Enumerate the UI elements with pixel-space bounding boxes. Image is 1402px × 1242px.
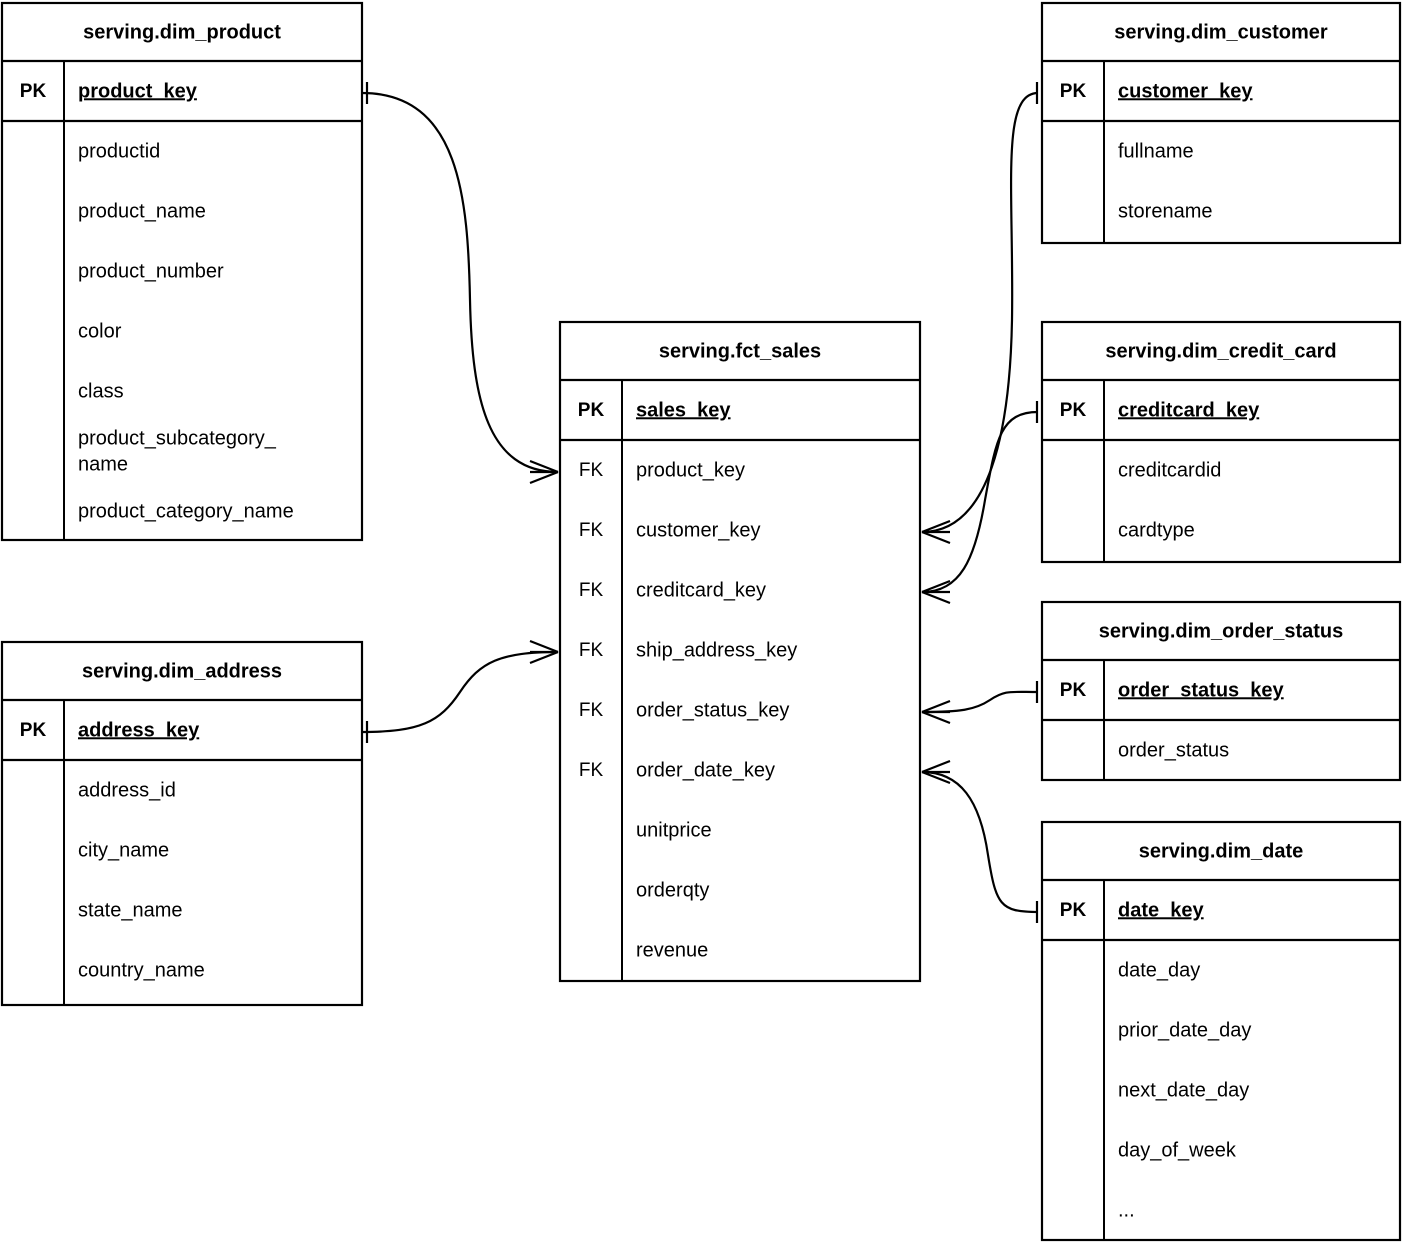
pk-tag: PK [1060, 680, 1087, 701]
table-title: serving.dim_customer [1114, 21, 1328, 43]
table-title: serving.dim_credit_card [1105, 340, 1336, 362]
fk-tag: FK [579, 460, 604, 481]
relationship-sales-to-customer[interactable] [921, 82, 1039, 545]
column-name: product_number [78, 260, 224, 282]
column-name: creditcard_key [636, 579, 766, 601]
relationship-line [921, 410, 1039, 594]
table-outline [1040, 600, 1402, 782]
column-name: product_key [636, 459, 745, 481]
column-name: fullname [1118, 140, 1194, 162]
fk-tag: FK [579, 760, 604, 781]
cardinality-many-crowsfoot [529, 639, 559, 665]
table-outline [1040, 820, 1402, 1242]
pk-tag: PK [20, 720, 47, 741]
pk-tag: PK [20, 81, 47, 102]
table-outline [558, 320, 922, 983]
pk-column-name: product_key [78, 80, 198, 102]
column-name: cardtype [1118, 519, 1195, 541]
relationship-line [921, 770, 1039, 914]
column-name: order_status_key [636, 699, 789, 721]
cardinality-many-crowsfoot [921, 759, 951, 785]
relationship-line [921, 690, 1039, 714]
pk-column-name: order_status_key [1118, 679, 1285, 701]
column-name: productid [78, 140, 160, 162]
column-name: ship_address_key [636, 639, 797, 661]
column-name: product_category_name [78, 500, 294, 522]
column-name: address_id [78, 779, 176, 801]
table-title: serving.dim_date [1139, 840, 1304, 862]
pk-column-name: date_key [1118, 899, 1204, 921]
pk-column-name: customer_key [1118, 80, 1253, 102]
pk-tag: PK [1060, 400, 1087, 421]
relationship-product-to-sales[interactable] [361, 82, 559, 485]
fk-tag: FK [579, 580, 604, 601]
column-name: customer_key [636, 519, 761, 541]
table-outline [0, 640, 364, 1007]
cardinality-many-crowsfoot [529, 459, 559, 485]
relationship-address-to-sales[interactable] [361, 639, 559, 743]
pk-tag: PK [578, 400, 605, 421]
table-title: serving.dim_order_status [1099, 620, 1344, 642]
column-name: storename [1118, 200, 1213, 222]
column-name: prior_date_day [1118, 1019, 1251, 1041]
relationship-sales-to-creditcard[interactable] [921, 401, 1039, 605]
fk-tag: FK [579, 520, 604, 541]
column-name: product_subcategory_ [78, 427, 277, 449]
column-name: day_of_week [1118, 1139, 1237, 1161]
pk-column-name: creditcard_key [1118, 399, 1260, 421]
pk-tag: PK [1060, 81, 1087, 102]
pk-column-name: address_key [78, 719, 200, 741]
column-name: orderqty [636, 879, 709, 901]
cardinality-many-crowsfoot [921, 699, 951, 725]
pk-column-name: sales_key [636, 399, 731, 421]
pk-tag: PK [1060, 900, 1087, 921]
table-outline [1040, 1, 1402, 245]
fk-tag: FK [579, 700, 604, 721]
column-name: order_status [1118, 739, 1229, 761]
relationship-line [921, 91, 1039, 534]
relationship-sales-to-date[interactable] [921, 759, 1039, 923]
table-outline [0, 1, 364, 542]
table-title: serving.fct_sales [659, 340, 821, 362]
table-title: serving.dim_product [83, 21, 281, 43]
column-name: ... [1118, 1199, 1135, 1221]
column-name: state_name [78, 899, 183, 921]
column-name: city_name [78, 839, 169, 861]
column-name: country_name [78, 959, 205, 981]
relationship-sales-to-order-status[interactable] [921, 681, 1039, 725]
column-name: date_day [1118, 959, 1200, 981]
table-title: serving.dim_address [82, 660, 282, 682]
cardinality-many-crowsfoot [921, 519, 951, 545]
table-outline [1040, 320, 1402, 564]
column-name: next_date_day [1118, 1079, 1249, 1101]
relationship-connectors [361, 82, 1039, 923]
relationship-line [361, 650, 559, 734]
column-name: revenue [636, 939, 708, 961]
fk-tag: FK [579, 640, 604, 661]
column-name: order_date_key [636, 759, 775, 781]
column-name: name [78, 453, 128, 475]
column-name: creditcardid [1118, 459, 1221, 481]
column-name: color [78, 320, 122, 342]
column-name: product_name [78, 200, 206, 222]
column-name: unitprice [636, 819, 712, 841]
cardinality-many-crowsfoot [921, 579, 951, 605]
column-name: class [78, 380, 124, 402]
relationship-line [361, 91, 559, 474]
